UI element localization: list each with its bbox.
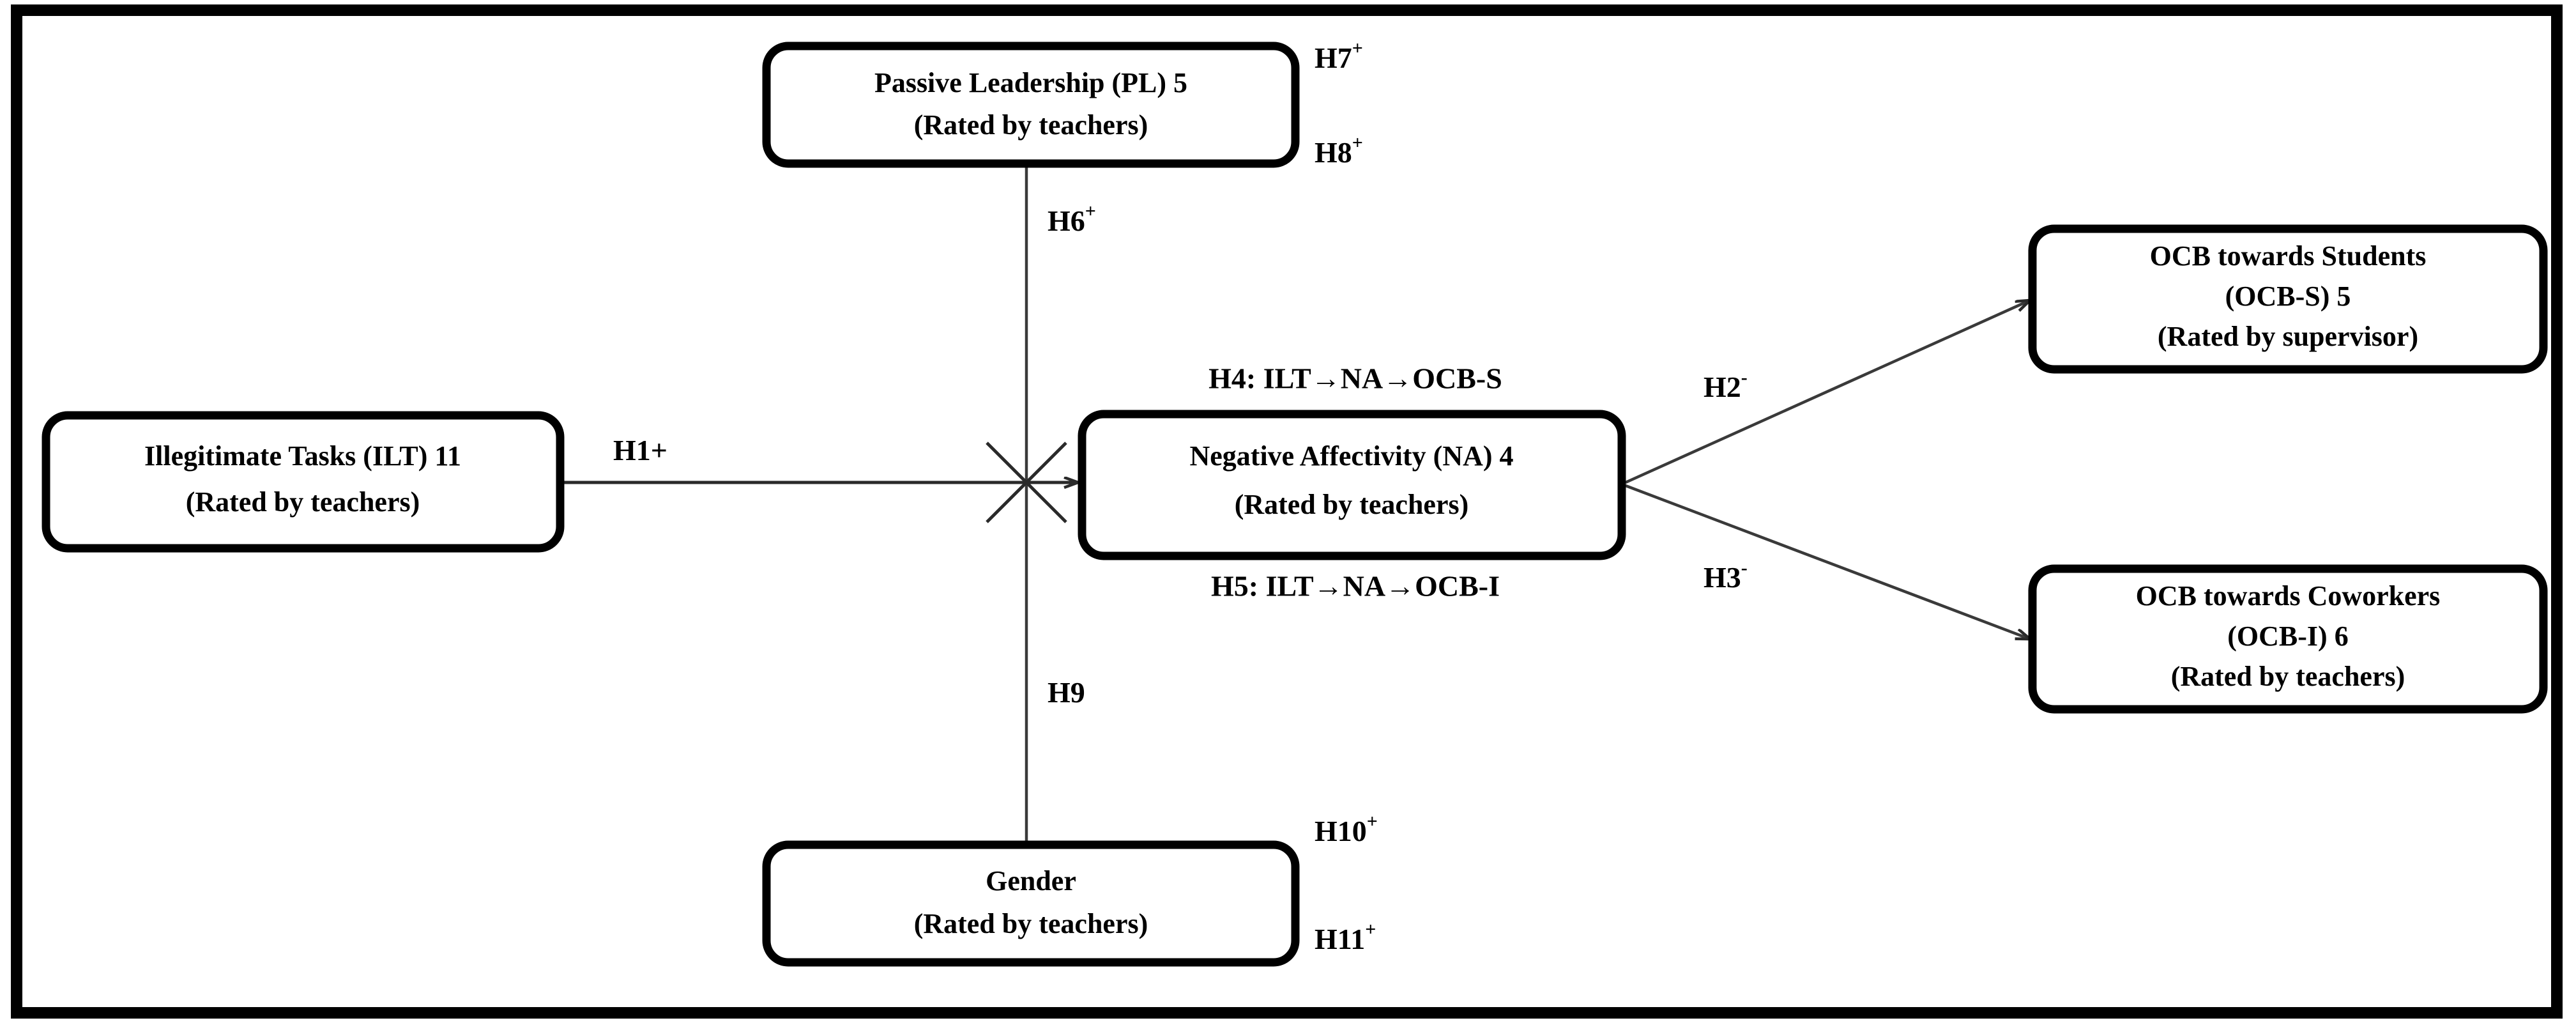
node-negative-affectivity-line2: (Rated by teachers) <box>1235 489 1469 520</box>
edge-na-to-ocb-students <box>1625 300 2030 484</box>
node-ocb-students-line2: (OCB-S) 5 <box>2225 281 2351 312</box>
hypothesis-label-h2: H2- <box>1703 367 1748 403</box>
hypothesis-h10-base: H10 <box>1315 815 1367 847</box>
hypothesis-label-h7: H7+ <box>1315 38 1363 73</box>
hypothesis-h1-base: H1+ <box>613 434 667 466</box>
node-passive-leadership[interactable]: Passive Leadership (PL) 5 (Rated by teac… <box>762 42 1300 168</box>
hypothesis-h8-base: H8 <box>1315 136 1352 169</box>
hypothesis-h8-sign: + <box>1352 132 1363 153</box>
hypothesis-h3-sign: - <box>1741 557 1748 578</box>
node-illegitimate-tasks-box <box>42 411 565 553</box>
hypothesis-label-h5: H5: ILT→NA→OCB-I <box>1211 570 1500 603</box>
node-gender-line1: Gender <box>986 865 1076 897</box>
hypothesis-label-h3: H3- <box>1703 557 1748 593</box>
node-passive-leadership-box <box>762 42 1300 168</box>
hypothesis-label-h10: H10+ <box>1315 811 1378 847</box>
hypothesis-h6-base: H6 <box>1048 204 1085 237</box>
node-ocb-students-line1: OCB towards Students <box>2150 240 2427 272</box>
hypothesis-h3-base: H3 <box>1703 561 1741 594</box>
node-gender-line2: (Rated by teachers) <box>914 908 1148 939</box>
node-ocb-students[interactable]: OCB towards Students (OCB-S) 5 (Rated by… <box>2028 224 2548 374</box>
node-ocb-coworkers-line1: OCB towards Coworkers <box>2136 580 2441 612</box>
node-passive-leadership-line1: Passive Leadership (PL) 5 <box>874 67 1187 98</box>
hypothesis-h7-sign: + <box>1352 38 1363 59</box>
node-illegitimate-tasks-line1: Illegitimate Tasks (ILT) 11 <box>144 440 461 472</box>
hypothesis-h9-base: H9 <box>1048 676 1085 709</box>
hypothesis-label-h8: H8+ <box>1315 132 1363 168</box>
node-negative-affectivity[interactable]: Negative Affectivity (NA) 4 (Rated by te… <box>1078 410 1626 560</box>
hypothesis-label-h6: H6+ <box>1048 201 1096 236</box>
node-ocb-coworkers-line2: (OCB-I) 6 <box>2227 620 2348 652</box>
node-illegitimate-tasks[interactable]: Illegitimate Tasks (ILT) 11 (Rated by te… <box>42 411 565 553</box>
node-ocb-students-box <box>2028 224 2548 374</box>
hypothesis-label-h11: H11+ <box>1315 919 1376 955</box>
node-ocb-coworkers[interactable]: OCB towards Coworkers (OCB-I) 6 (Rated b… <box>2028 564 2548 714</box>
node-ocb-coworkers-box <box>2028 564 2548 714</box>
hypothesis-h10-sign: + <box>1367 811 1378 832</box>
moderation-cross-marker <box>986 442 1067 523</box>
hypothesis-h2-sign: - <box>1741 367 1748 388</box>
hypothesis-h11-sign: + <box>1365 919 1376 940</box>
edge-na-to-ocb-coworkers <box>1625 484 2030 639</box>
node-negative-affectivity-box <box>1078 410 1626 560</box>
node-passive-leadership-line2: (Rated by teachers) <box>914 109 1148 141</box>
node-ocb-students-line3: (Rated by supervisor) <box>2158 321 2418 352</box>
hypothesis-h11-base: H11 <box>1315 923 1365 955</box>
hypothesis-h7-base: H7 <box>1315 42 1352 74</box>
node-illegitimate-tasks-line2: (Rated by teachers) <box>186 486 420 518</box>
node-gender[interactable]: Gender (Rated by teachers) <box>762 840 1300 967</box>
hypothesis-h6-sign: + <box>1085 201 1096 222</box>
node-ocb-coworkers-line3: (Rated by teachers) <box>2171 661 2405 692</box>
hypothesis-label-h9: H9 <box>1048 676 1085 709</box>
node-gender-box <box>762 840 1300 967</box>
hypothesis-label-h1: H1+ <box>613 434 667 466</box>
hypothesis-h2-base: H2 <box>1703 371 1741 403</box>
hypothesis-label-h4: H4: ILT→NA→OCB-S <box>1208 362 1502 395</box>
node-negative-affectivity-line1: Negative Affectivity (NA) 4 <box>1189 440 1513 472</box>
